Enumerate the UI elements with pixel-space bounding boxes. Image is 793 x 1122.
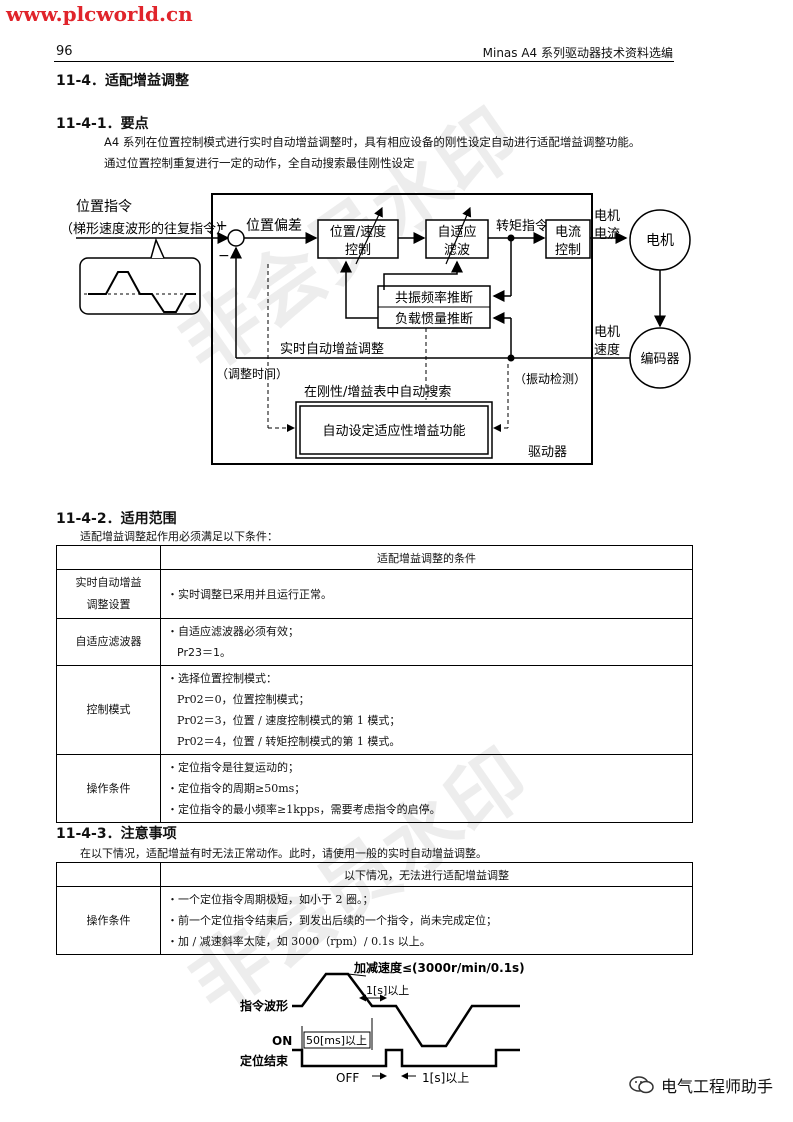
summing-junction (227, 229, 245, 247)
cmd-waveform (292, 972, 520, 1048)
off-label: OFF (336, 1071, 359, 1085)
header-rule (54, 61, 674, 62)
pos-error-label: 位置偏差 (246, 218, 302, 234)
pos-speed-ctrl-block (317, 219, 399, 259)
trapezoid-wave (88, 271, 196, 313)
wechat-icon (629, 1076, 654, 1094)
pos-cmd-label: 位置指令 (76, 199, 132, 215)
paragraph: 在以下情况，适配增益有时无法正常动作。此时，请使用一般的实时自动增益调整。 (80, 847, 487, 860)
encoder-label: 编码器 (640, 352, 679, 367)
torque-cmd-label: 转矩指令 (496, 219, 548, 234)
limitations-table: 以下情况，无法进行适配增益调整 操作条件 ・一个定位指令周期极短，如小于 2 圈… (56, 862, 693, 955)
site-watermark-url: www.plcworld.cn (6, 2, 193, 26)
vibration-detect-label: （振动检测） (514, 371, 586, 386)
conditions-table: 适配增益调整的条件 实时自动增益调整设置 ・实时调整已采用并且运行正常。 自适应… (56, 545, 693, 823)
table-row: 实时自动增益调整设置 ・实时调整已采用并且运行正常。 (56, 569, 693, 619)
table-corner (56, 862, 161, 887)
adaptive-gain-block (295, 401, 493, 459)
svg-text:速度: 速度 (594, 342, 620, 358)
table-row: 自适应滤波器 ・自适应滤波器必须有效；Pr23＝1。 (56, 618, 693, 666)
subsection-title: 11-4-3．注意事项 (56, 826, 177, 842)
on-label: ON (272, 1034, 292, 1048)
motor-speed-label: 电机 (594, 325, 620, 340)
one-s-top-label: 1[s]以上 (366, 984, 409, 997)
adaptive-gain-label: 自动设定适应性增益功能 (322, 423, 465, 439)
svg-text:滤波: 滤波 (444, 243, 470, 258)
current-ctrl-block (545, 219, 591, 259)
svg-text:自适应: 自适应 (437, 224, 476, 240)
table-header: 以下情况，无法进行适配增益调整 (160, 862, 693, 887)
resonance-label: 共振频率推断 (395, 290, 473, 306)
subsection-title: 11-4-2．适用范围 (56, 511, 177, 527)
realtime-tuning-label: 实时自动增益调整 (280, 342, 384, 357)
driver-frame (211, 193, 593, 465)
auto-search-label: 在刚性/增益表中自动搜索 (304, 385, 451, 400)
waveform-callout (79, 257, 201, 315)
block-diagram: 位置指令 （梯形速度波形的往复指令） + − 位置偏差 位置/速度 控制 自适应… (60, 193, 691, 465)
section-title: 11-4．适配增益调整 (56, 73, 190, 89)
brand-footer: 电气工程师助手 (629, 1073, 773, 1097)
fifty-ms-label: 50[ms]以上 (306, 1034, 367, 1047)
accel-label: 加减速度≤(3000r/min/0.1s) (353, 960, 525, 975)
table-header: 适配增益调整的条件 (160, 545, 693, 570)
table-row: 操作条件 ・一个定位指令周期极短，如小于 2 圈。； ・前一个定位指令结束后，到… (56, 886, 693, 955)
running-title: Minas A4 系列驱动器技术资料选编 (482, 46, 673, 60)
adjust-time-label: （调整时间） (216, 366, 288, 381)
plus-sign: + (216, 218, 228, 234)
svg-text:电流: 电流 (594, 227, 620, 242)
one-s-bottom-label: 1[s]以上 (422, 1071, 469, 1085)
cmd-wave-label: 指令波形 (240, 998, 288, 1013)
motor-current-label: 电机 (594, 209, 620, 224)
paragraph: 通过位置控制重复进行一定的动作，全自动搜索最佳刚性设定 (104, 156, 415, 170)
table-row: 控制模式 ・选择位置控制模式： Pr02＝0，位置控制模式； Pr02＝3，位置… (56, 665, 693, 755)
driver-label: 驱动器 (528, 445, 567, 460)
pos-done-signal (292, 1048, 520, 1068)
svg-text:控制: 控制 (345, 243, 371, 258)
paragraph: 适配增益调整起作用必须满足以下条件： (80, 530, 278, 543)
pos-cmd-sub-label: （梯形速度波形的往复指令） (60, 221, 229, 237)
svg-text:电流: 电流 (555, 225, 581, 240)
pos-done-label: 定位结束 (240, 1053, 289, 1068)
table-row: 操作条件 ・定位指令是往复运动的； ・定位指令的周期≥50ms； ・定位指令的最… (56, 754, 693, 823)
table-corner (56, 545, 161, 570)
subsection-title: 11-4-1．要点 (56, 116, 149, 132)
motor-label: 电机 (646, 233, 674, 249)
paragraph: A4 系列在位置控制模式进行实时自动增益调整时，具有相应设备的刚性设定自动进行适… (104, 135, 641, 149)
minus-sign: − (218, 248, 230, 264)
svg-text:控制: 控制 (555, 243, 581, 258)
inertia-label: 负载惯量推断 (395, 311, 473, 327)
brand-name: 电气工程师助手 (660, 1077, 773, 1096)
timing-diagram: 加减速度≤(3000r/min/0.1s) 1[s]以上 指令波形 50[ms]… (240, 960, 525, 1085)
svg-text:位置/速度: 位置/速度 (330, 224, 386, 240)
page-number: 96 (56, 44, 73, 59)
